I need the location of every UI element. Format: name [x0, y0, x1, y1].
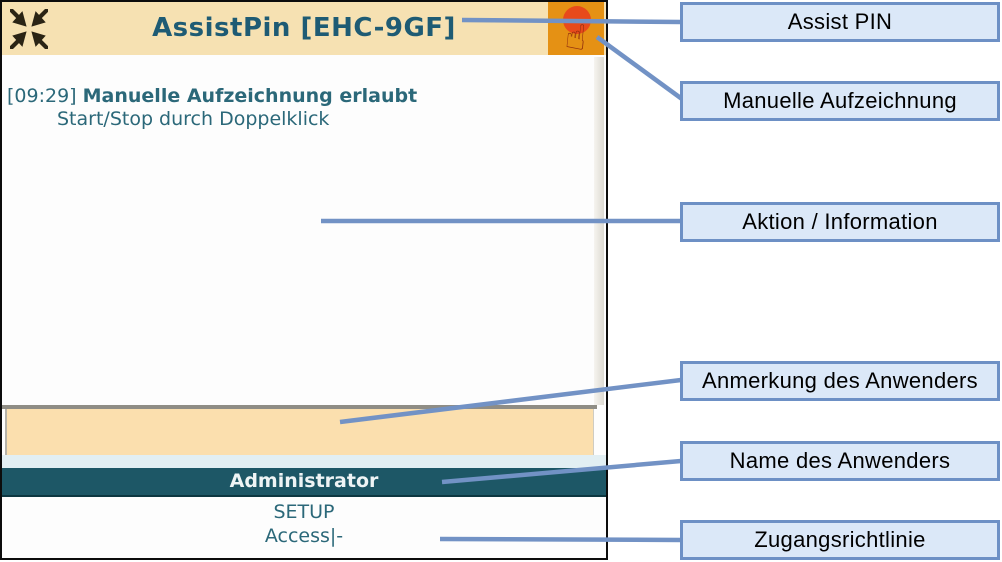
svg-text:☝: ☝ — [563, 17, 588, 55]
callout-manual-recording: Manuelle Aufzeichnung — [680, 81, 1000, 121]
scrollbar-track[interactable] — [594, 57, 604, 405]
user-name-bar: Administrator — [2, 468, 606, 497]
note-bottom-strip — [2, 455, 606, 468]
hand-pointer-icon: ☝ — [563, 6, 591, 59]
log-timestamp: [09:29] — [7, 85, 77, 107]
callout-action-info: Aktion / Information — [680, 202, 1000, 242]
access-policy-line1: SETUP — [273, 501, 335, 523]
access-policy-line2: Access|- — [264, 525, 344, 547]
app-title: AssistPin [EHC-9GF] — [152, 13, 456, 43]
callout-line-manual-recording — [595, 35, 684, 101]
callout-user-name: Name des Anwenders — [680, 441, 1000, 481]
app-header: AssistPin [EHC-9GF] ☝ — [2, 2, 606, 59]
log-line: [09:29] Manuelle Aufzeichnung erlaubt — [7, 85, 417, 107]
user-name-label: Administrator — [229, 470, 379, 492]
callout-user-note: Anmerkung des Anwenders — [680, 361, 1000, 401]
log-detail: Start/Stop durch Doppelklick — [57, 108, 330, 130]
log-headline: Manuelle Aufzeichnung erlaubt — [82, 85, 418, 107]
user-note-input[interactable] — [5, 409, 594, 455]
note-divider — [2, 405, 597, 409]
callout-access-policy: Zugangsrichtlinie — [680, 520, 1000, 560]
app-window: AssistPin [EHC-9GF] ☝ [09:29] Manuelle A… — [0, 0, 608, 560]
manual-recording-button[interactable]: ☝ — [548, 2, 604, 59]
callout-assist-pin: Assist PIN — [680, 2, 1000, 42]
